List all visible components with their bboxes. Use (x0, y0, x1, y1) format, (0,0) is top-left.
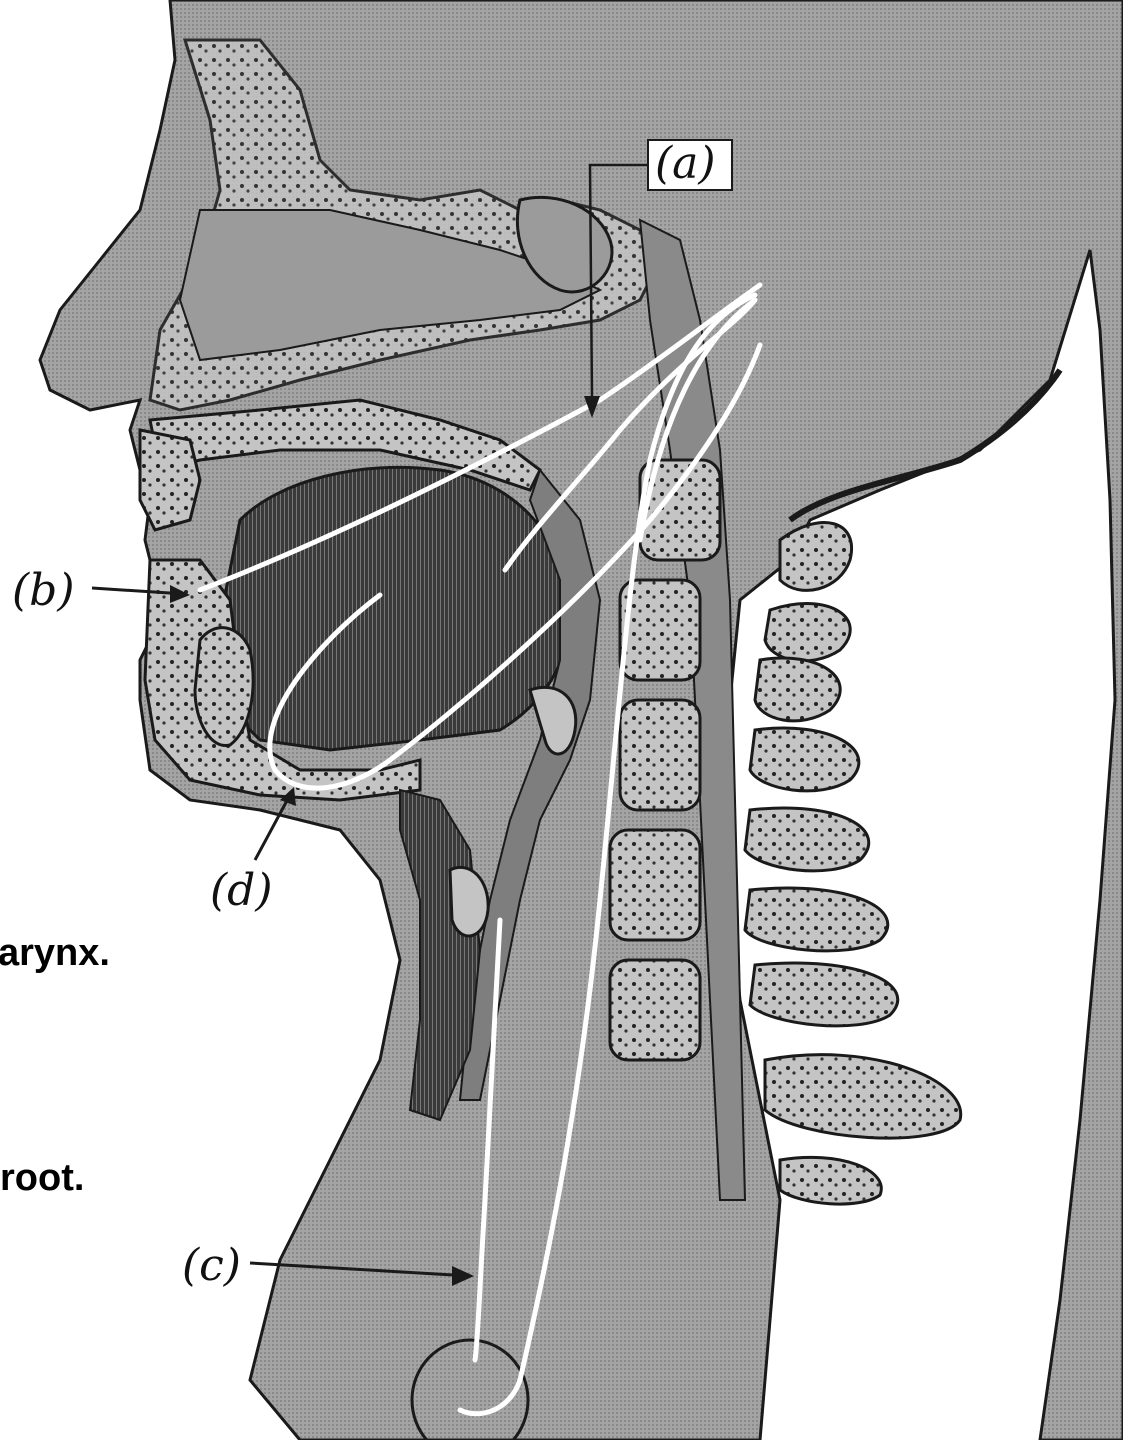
spinous-process-1 (780, 523, 852, 591)
spinous-process-9 (780, 1157, 881, 1204)
mandible (195, 628, 253, 746)
spinous-process-5 (745, 808, 869, 871)
spinous-process-7 (750, 963, 898, 1026)
spinous-process-3 (755, 658, 840, 721)
spinous-process-6 (745, 888, 888, 951)
label-a: (a) (655, 138, 716, 189)
tongue (220, 467, 571, 750)
vertebra-5 (610, 960, 700, 1060)
spinous-process-2 (765, 604, 850, 661)
spinous-process-4 (750, 728, 859, 791)
caption-root: root. (0, 1157, 84, 1199)
spinous-process-8 (765, 1055, 961, 1138)
spinous-processes (745, 523, 961, 1205)
label-c: (c) (182, 1240, 241, 1291)
caption-larynx: arynx. (0, 932, 110, 974)
label-b: (b) (12, 565, 75, 616)
upper-lip (140, 430, 200, 530)
label-d: (d) (210, 865, 273, 916)
vertebra-4 (610, 830, 700, 940)
vertebra-3 (620, 700, 700, 810)
